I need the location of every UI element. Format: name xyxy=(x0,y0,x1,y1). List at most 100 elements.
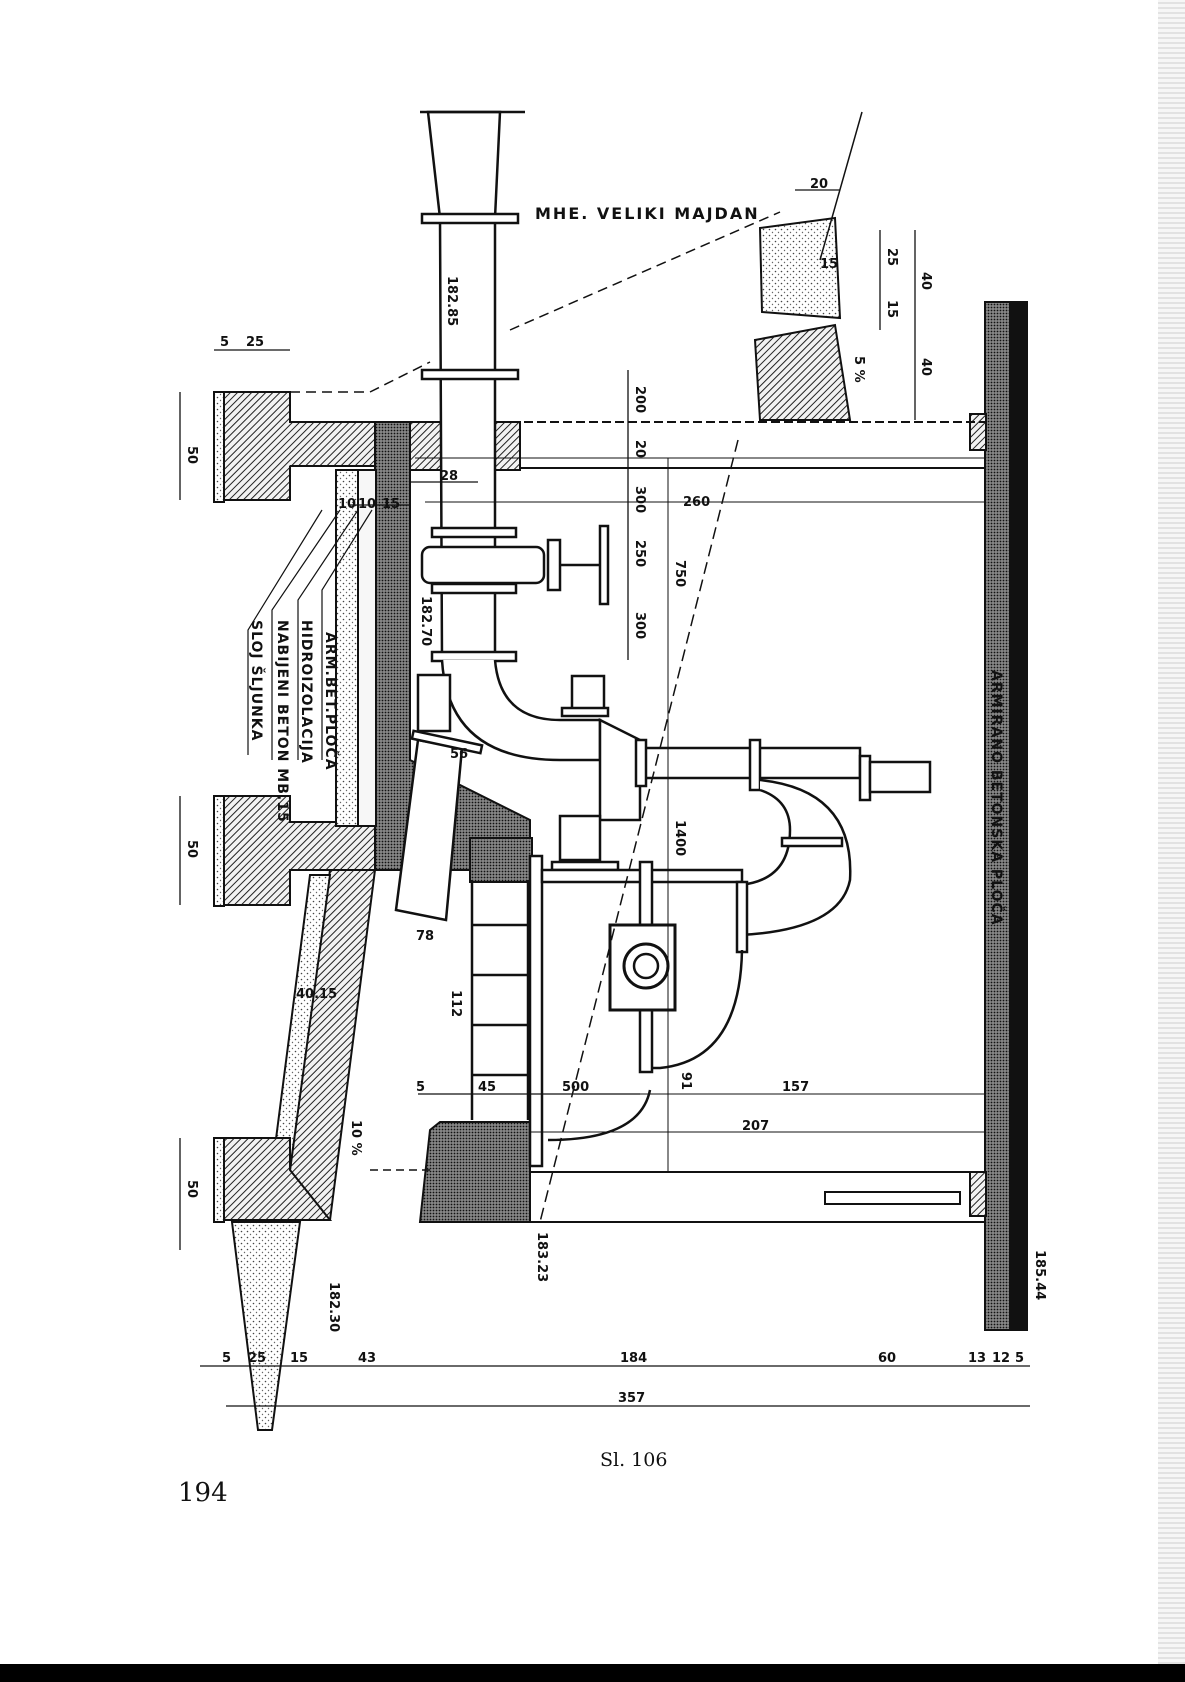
dim-50-top: 50 xyxy=(184,446,199,464)
dim-bottom-5: 5 xyxy=(222,1351,231,1366)
dim-bottom-12: 12 xyxy=(992,1351,1010,1366)
figure-caption: Sl. 106 xyxy=(600,1449,668,1471)
dim-157: 157 xyxy=(782,1080,809,1095)
dim-207: 207 xyxy=(742,1119,769,1134)
elbow-curve xyxy=(440,659,602,762)
right-wall-black xyxy=(1009,301,1027,1331)
leader-2 xyxy=(271,509,341,760)
elevation-182-70: 182.70 xyxy=(418,596,433,646)
slope-10-percent: 10 % xyxy=(348,1120,363,1156)
rock-fill xyxy=(758,216,842,320)
flange-h2 xyxy=(748,738,762,792)
leader-3 xyxy=(297,509,359,760)
flange-h3 xyxy=(858,754,872,802)
dim-10a: 10 xyxy=(338,497,356,512)
dim-bottom-25: 25 xyxy=(248,1351,266,1366)
dim-15-top: 15 xyxy=(820,257,838,272)
pipework xyxy=(394,110,932,1168)
outlet-curve xyxy=(547,1089,652,1142)
dim-300b: 300 xyxy=(632,612,647,639)
dim-40-a: 40 xyxy=(918,272,933,290)
generator-core xyxy=(632,952,660,980)
flange-5 xyxy=(430,650,518,663)
dim-50-mid: 50 xyxy=(184,840,199,858)
left-stipple-strip-bottom xyxy=(213,1137,225,1223)
dim-50-bottom: 50 xyxy=(184,1180,199,1198)
dim-25-top: 25 xyxy=(246,335,264,350)
page-edge-shadow xyxy=(1158,0,1185,1664)
gravel-layer xyxy=(230,1221,302,1431)
dim-bottom-15: 15 xyxy=(290,1351,308,1366)
branch-pipe xyxy=(598,717,642,822)
dim-91: 91 xyxy=(678,1072,693,1090)
draft-tube-block xyxy=(469,837,533,883)
ladder xyxy=(470,880,530,1120)
spiral-flange xyxy=(780,836,844,848)
turbine-frame xyxy=(528,854,544,1168)
dash-diagonal xyxy=(539,439,739,1223)
elevation-183-23: 183.23 xyxy=(534,1232,549,1282)
branch-cap xyxy=(570,674,606,712)
dim-112: 112 xyxy=(448,990,463,1017)
label-sloj-sljunka: SLOJ ŠLJUNKA xyxy=(248,620,266,741)
drawing-title: MHE. VELIKI MAJDAN xyxy=(535,204,760,223)
bottom-center-block xyxy=(418,1121,531,1223)
flange-h1 xyxy=(634,738,648,788)
bottom-bar xyxy=(0,1664,1185,1682)
leader-1 xyxy=(247,509,323,755)
dim-bottom-13: 13 xyxy=(968,1351,986,1366)
dim-250: 250 xyxy=(632,540,647,567)
dim-260: 260 xyxy=(683,495,710,510)
label-armirano-betonska-ploca: ARMIRANO BETONSKA PLOČA xyxy=(988,670,1006,926)
leader-4 xyxy=(321,509,373,760)
dim-300a: 300 xyxy=(632,486,647,513)
dim-bottom-357: 357 xyxy=(618,1391,645,1406)
valve-body xyxy=(420,545,546,585)
dim-5-top: 5 xyxy=(220,335,229,350)
layer-strip-1 xyxy=(335,469,359,827)
slope-5-percent: 5 % xyxy=(851,356,866,383)
dim-bottom-43: 43 xyxy=(358,1351,376,1366)
flange-1 xyxy=(420,212,520,225)
dim-1400: 1400 xyxy=(672,820,687,856)
dim-500: 500 xyxy=(562,1080,589,1095)
elevation-185-44: 185.44 xyxy=(1032,1250,1047,1300)
dim-78: 78 xyxy=(416,929,434,944)
elevation-182-30: 182.30 xyxy=(326,1282,341,1332)
dim-bottom-184: 184 xyxy=(620,1351,647,1366)
label-hidroizolacija: HIDROIZOLACIJA xyxy=(298,620,314,764)
walls xyxy=(213,216,1028,1431)
spiral-casing xyxy=(738,778,852,937)
pipe-outlet xyxy=(868,760,932,794)
layer-strip-2 xyxy=(357,469,377,827)
dim-5-mid: 5 xyxy=(416,1080,425,1095)
dim-20-top: 20 xyxy=(810,177,828,192)
label-nabijeni-beton: NABIJENI BETON MB.15 xyxy=(274,620,290,823)
dash-top xyxy=(509,211,781,331)
terrain-embankment xyxy=(753,323,852,421)
left-stipple-strip-top xyxy=(213,391,225,503)
down-pipe xyxy=(558,814,602,862)
dim-20: 20 xyxy=(632,440,647,458)
draft-curve xyxy=(652,949,744,1070)
dim-750: 750 xyxy=(672,560,687,587)
valve-flange xyxy=(546,538,562,592)
flange-4 xyxy=(430,582,518,595)
dim-bottom-60: 60 xyxy=(878,1351,896,1366)
right-wall-inner xyxy=(969,413,987,451)
construction-lines xyxy=(247,111,985,1223)
elevation-182-85: 182.85 xyxy=(444,276,459,326)
right-wall-inner-2 xyxy=(969,1171,987,1217)
floor-slot xyxy=(824,1191,961,1205)
dim-200: 200 xyxy=(632,386,647,413)
dim-bottom-5-right: 5 xyxy=(1015,1351,1024,1366)
small-box xyxy=(416,673,452,733)
dash-roof xyxy=(290,361,431,393)
left-stipple-strip-mid xyxy=(213,795,225,907)
dim-15: 15 xyxy=(382,497,400,512)
dim-10b: 10 xyxy=(358,497,376,512)
suction-flange xyxy=(410,729,484,755)
flange-2 xyxy=(420,368,520,381)
branch-flange xyxy=(560,706,610,718)
